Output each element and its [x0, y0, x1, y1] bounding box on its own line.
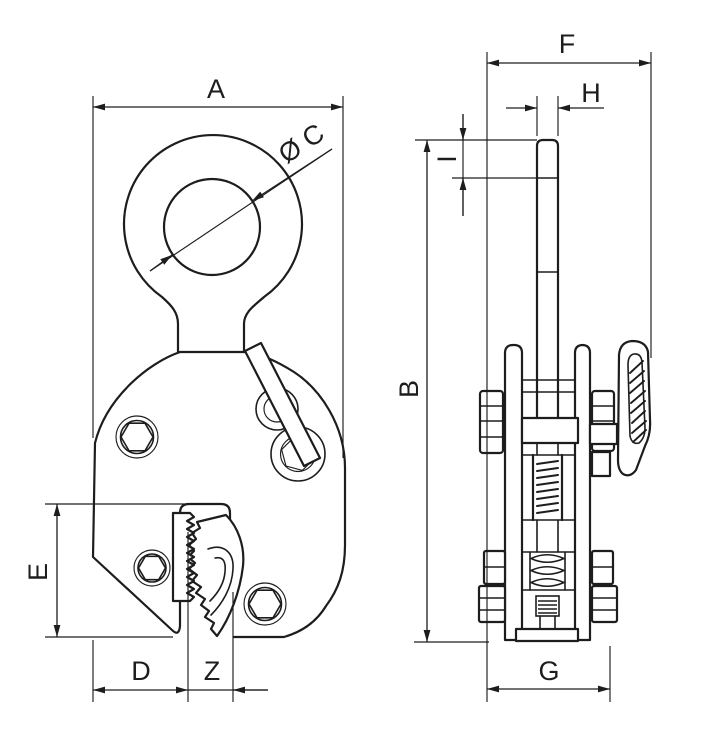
dim-label-E: E [23, 563, 53, 581]
hex-bolt-upper-left [115, 415, 159, 459]
dimension-E-jaw-opening: E [23, 503, 197, 638]
dimension-G: G [487, 646, 611, 702]
handle-lower-bracket [590, 450, 612, 478]
dimension-A: A [92, 74, 344, 458]
hex-bolt-lower-left [133, 549, 171, 587]
shank-between [536, 442, 559, 456]
handle-grip-hatching [629, 360, 647, 443]
dim-label-I: I [432, 155, 462, 163]
handle-pivot-bracket [588, 422, 619, 446]
dim-label-F: F [559, 29, 576, 59]
dimension-B: B [394, 140, 489, 643]
fixed-jaw-pad-serrated [171, 511, 196, 603]
cam-inner-curve [207, 546, 234, 616]
dim-label-G: G [538, 656, 559, 686]
nut-mid-right [590, 549, 615, 586]
threaded-block [535, 595, 560, 617]
handle-outline [616, 339, 652, 477]
dimension-H: H [506, 78, 604, 136]
spring-channel-walls [531, 453, 564, 522]
nut-lower-right [590, 584, 619, 624]
side-plate-left [503, 343, 524, 642]
dimension-I: I [415, 114, 537, 216]
cam-inner-horseshoe [209, 556, 227, 602]
block-legs [539, 615, 556, 630]
dim-label-D: D [131, 656, 151, 686]
dimension-F: F [486, 29, 652, 702]
side-plate-right [573, 343, 592, 642]
nut-upper-left [478, 389, 505, 455]
coil-spring [536, 460, 559, 514]
handle-grip-slot [627, 353, 646, 445]
rod-lines [536, 519, 559, 553]
hex-bolt-lower-right [243, 582, 287, 626]
dim-label-H: H [581, 78, 601, 108]
front-view: A Ø C E D Z [23, 74, 347, 702]
handle-side [588, 339, 652, 478]
bottom-crossbar [514, 627, 580, 643]
front-body-outline-left [91, 350, 232, 634]
dim-label-B: B [394, 380, 424, 398]
thread-lines [538, 600, 557, 614]
side-view: F H I B G [394, 29, 652, 702]
shank-outline [535, 138, 560, 420]
dim-label-C: Ø C [273, 118, 330, 170]
release-lever [243, 341, 322, 468]
dim-label-Z: Z [204, 656, 221, 686]
cam-shaft-waves [529, 553, 566, 588]
dimension-Z-throat: Z [187, 532, 268, 702]
dimension-D: D [92, 640, 188, 702]
lifting-eye-hole [162, 177, 262, 277]
dim-label-A: A [207, 74, 225, 104]
lifting-eye-outline [122, 133, 304, 354]
nut-lower-left [477, 584, 507, 624]
cam-jaw-serrated [186, 513, 245, 638]
pivot-crossbar [520, 416, 580, 445]
front-body-outline-right [232, 350, 347, 639]
